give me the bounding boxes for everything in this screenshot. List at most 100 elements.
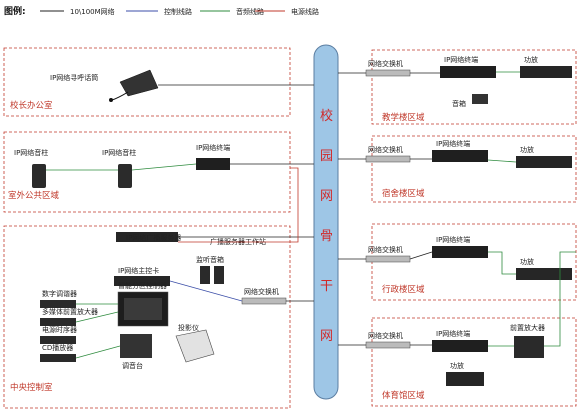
device-label: IP网络音柱	[102, 148, 136, 157]
network-switch-icon	[365, 69, 411, 77]
zone-border	[371, 135, 577, 203]
device-label: 前置放大器	[510, 323, 545, 332]
left-zone-control-room: 中央控制室 IP网络广播服务器 广播服务器工作站 IP网络主控卡 智能分区控制器…	[3, 167, 314, 409]
paging-microphone-icon	[109, 69, 159, 102]
device-label: CD播放器	[42, 343, 73, 352]
backbone-tube	[313, 44, 339, 400]
device-label: IP网络广播服务器	[126, 233, 181, 242]
legend-label-network: 10\100M网络	[70, 7, 115, 16]
amplifier-icon	[520, 66, 572, 78]
right-zone-teaching: 教学楼区域 网络交换机 IP网络终端 功放 音箱	[338, 49, 577, 125]
zone-title: 校长办公室	[10, 100, 53, 111]
right-zone-admin: 行政楼区域 网络交换机 IP网络终端 功放	[338, 223, 577, 301]
server-link-label: 广播服务器工作站	[210, 237, 266, 246]
device-label: 监听音箱	[196, 255, 224, 264]
mixer-label: 调音台	[122, 361, 143, 370]
backbone-char-2: 网	[320, 189, 333, 204]
switch-label: 网络交换机	[368, 59, 403, 68]
backbone: 校 园 网 骨 干 网	[313, 44, 339, 400]
ceiling-speaker-icon	[472, 94, 488, 104]
cd-player-icon	[40, 354, 76, 362]
power-sequencer-icon	[40, 336, 76, 344]
preamplifier-icon	[40, 318, 76, 326]
switch-label: 网络交换机	[368, 145, 403, 154]
device-label: IP网络终端	[436, 139, 470, 148]
right-zone-gym: 体育馆区域 网络交换机 IP网络终端 前置放大器 功放	[338, 251, 577, 407]
audio-link	[75, 345, 121, 359]
mixer-icon	[120, 334, 152, 358]
column-speaker-icon	[118, 164, 132, 188]
device-label: IP网络终端	[436, 235, 470, 244]
network-switch-icon	[365, 341, 411, 349]
backbone-char-5: 网	[320, 329, 333, 344]
network-switch-icon	[365, 255, 411, 263]
backbone-char-0: 校	[320, 108, 333, 124]
legend-label-control: 控制线路	[164, 7, 192, 16]
device-label: 数字调谐器	[42, 289, 77, 298]
projector-label: 投影仪	[178, 323, 199, 332]
main-control-card-icon	[114, 276, 170, 286]
device-label: IP网络终端	[444, 55, 478, 64]
device-label: 功放	[450, 361, 464, 370]
switch-label: 网络交换机	[368, 331, 403, 340]
legend: 图例: 10\100M网络 控制线路 音频线路 电源线路	[4, 5, 319, 17]
device-label: IP网络主控卡	[118, 266, 159, 275]
ip-terminal-icon	[432, 340, 488, 352]
zone-border	[371, 49, 577, 125]
device-label: 多媒体前置放大器	[42, 307, 98, 316]
audio-link	[488, 251, 516, 275]
backbone-char-4: 干	[320, 279, 333, 294]
network-switch-icon	[365, 155, 411, 163]
audio-link	[131, 163, 197, 171]
zone-border	[371, 317, 577, 407]
device-label: 智能分区控制器	[118, 281, 167, 290]
zone-title: 室外公共区域	[8, 190, 60, 201]
legend-label-power: 电源线路	[291, 7, 319, 16]
zone-title: 宿舍楼区域	[382, 188, 425, 199]
left-zone-outdoor: 室外公共区域 IP网络音柱 IP网络音柱 IP网络终端	[3, 131, 314, 213]
control-link	[169, 280, 243, 302]
legend-title: 图例:	[4, 5, 26, 17]
device-label: IP网络终端	[436, 329, 470, 338]
monitor-speaker-icon	[214, 266, 224, 284]
broadcast-server-icon	[116, 232, 178, 242]
device-label: 功放	[520, 257, 534, 266]
amplifier-icon	[516, 268, 572, 280]
device-label: IP网络终端	[196, 143, 230, 152]
controller-screen-icon	[124, 298, 162, 320]
monitor-speaker-icon	[200, 266, 210, 284]
device-label: 功放	[520, 145, 534, 154]
amplifier-icon	[516, 156, 572, 168]
backbone-char-1: 园	[320, 149, 333, 164]
amplifier-icon	[446, 372, 484, 386]
network-link	[409, 251, 433, 260]
device-label: IP网络寻呼话筒	[50, 73, 98, 82]
preamplifier-icon	[514, 336, 544, 358]
backbone-char-3: 骨	[320, 229, 333, 244]
device-label: 电源时序器	[42, 325, 77, 334]
ip-terminal-icon	[432, 246, 488, 258]
column-speaker-icon	[32, 164, 46, 188]
switch-label: 网络交换机	[244, 287, 279, 296]
device-label: 功放	[524, 55, 538, 64]
zone-border	[3, 47, 291, 117]
zone-title: 行政楼区域	[382, 284, 425, 295]
ip-terminal-icon	[440, 66, 496, 78]
left-zone-office: 校长办公室 IP网络寻呼话筒	[3, 47, 314, 117]
tuner-icon	[40, 300, 76, 308]
audio-link	[487, 159, 517, 163]
ip-terminal-icon	[432, 150, 488, 162]
zone-border	[3, 131, 291, 213]
ip-terminal-icon	[196, 158, 230, 170]
power-link	[178, 167, 299, 243]
zone-title: 教学楼区域	[382, 112, 425, 123]
zone-title: 体育馆区域	[382, 390, 425, 401]
zone-title: 中央控制室	[10, 382, 53, 393]
device-label: 音箱	[452, 99, 466, 108]
legend-label-audio: 音频线路	[236, 7, 264, 16]
network-switch-icon	[241, 297, 287, 305]
right-zone-dorm: 宿舍楼区域 网络交换机 IP网络终端 功放	[338, 135, 577, 203]
switch-label: 网络交换机	[368, 245, 403, 254]
device-label: IP网络音柱	[14, 148, 48, 157]
